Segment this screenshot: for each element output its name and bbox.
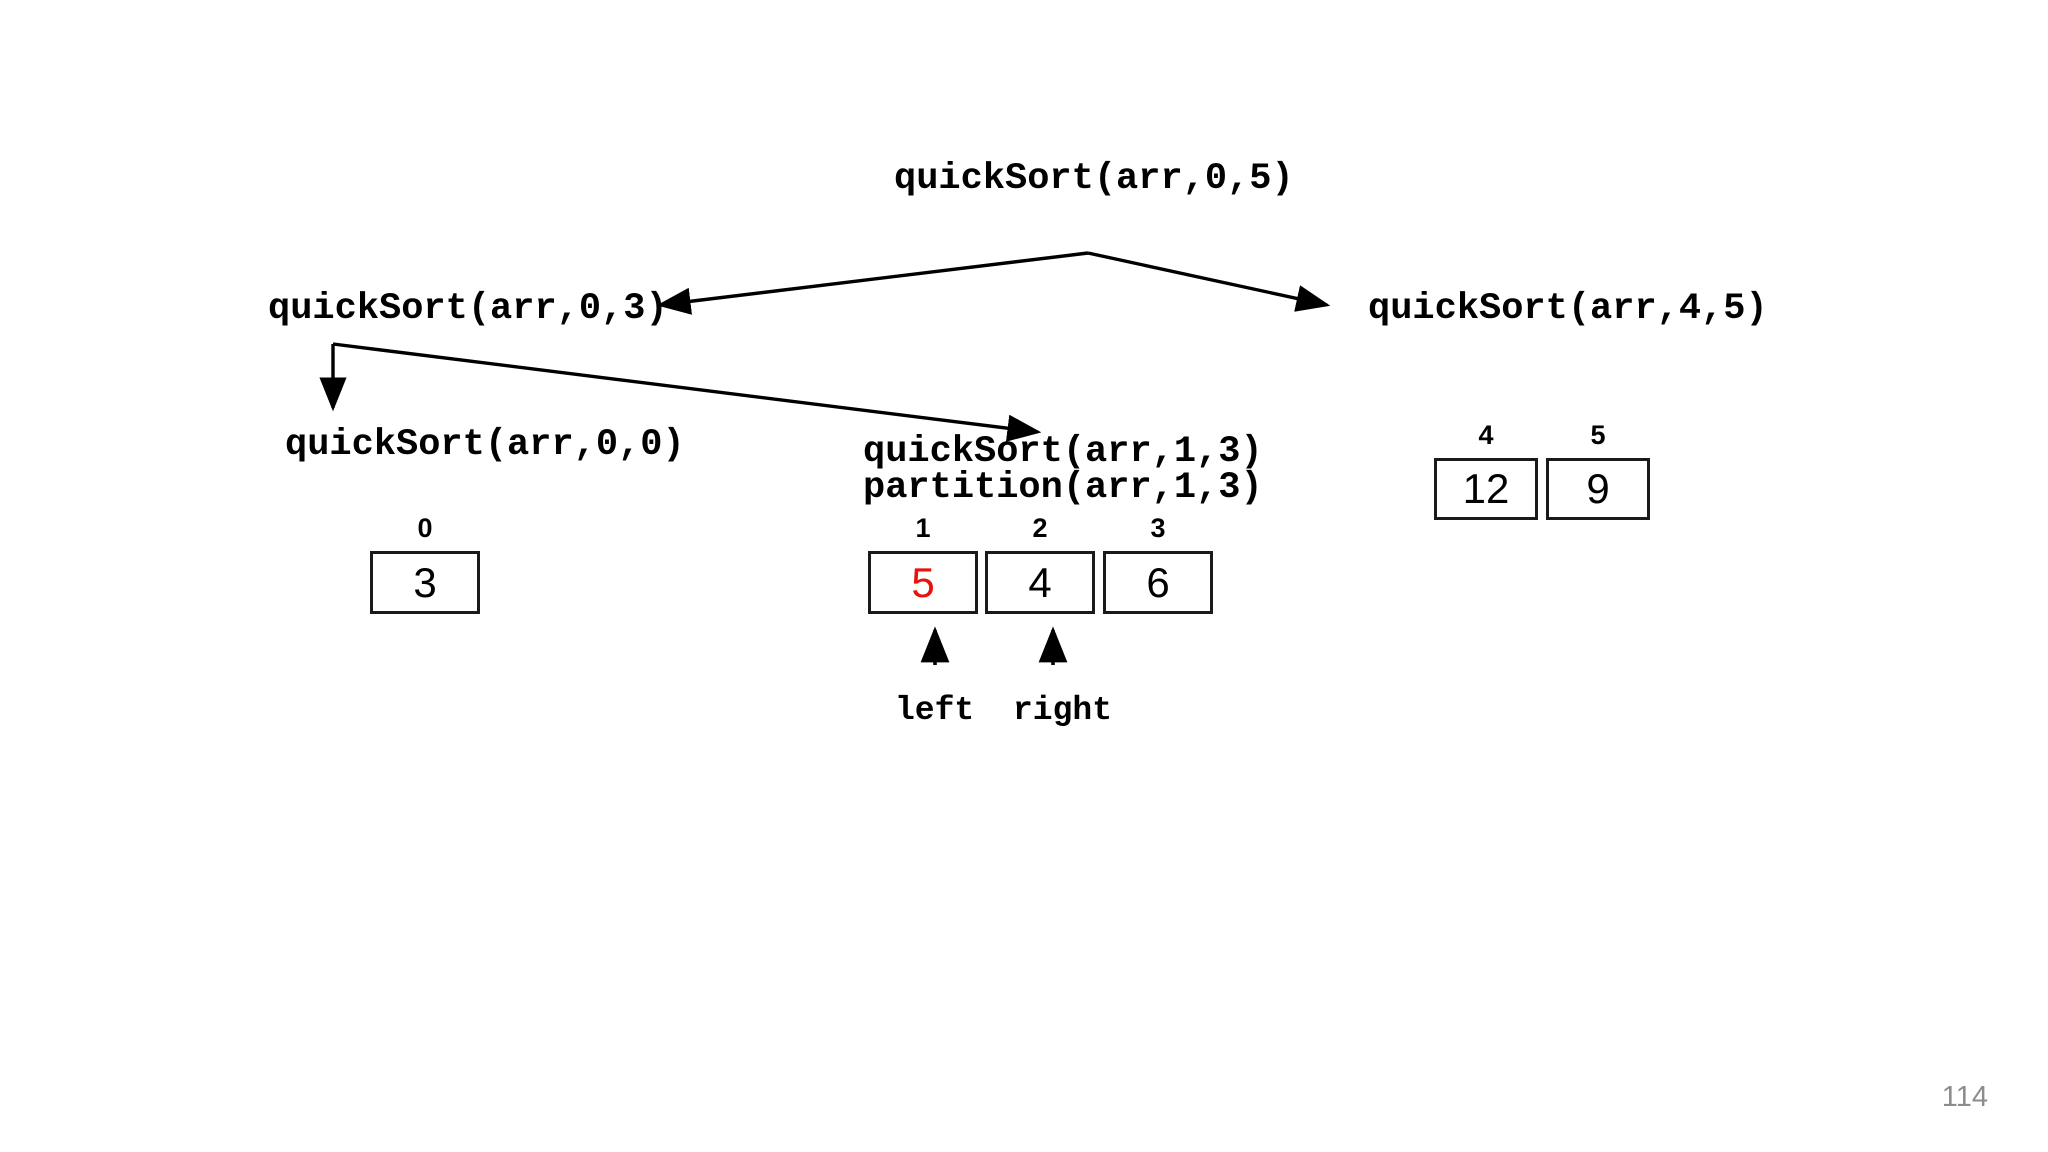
array-index-1: 1 [915,513,931,543]
array-cell-1[interactable]: 5 [868,551,978,614]
cell-row: 3 [370,551,480,614]
node-quicksort-1-3: quickSort(arr,1,3) [863,431,1263,473]
array-cell-3[interactable]: 6 [1103,551,1213,614]
edge-root-to-left [656,251,1089,315]
node-quicksort-0-5: quickSort(arr,0,5) [894,158,1294,200]
array-cell-2[interactable]: 4 [985,551,1095,614]
cell-row: 5 4 6 [868,551,1213,614]
array-cell-5[interactable]: 9 [1546,458,1650,520]
node-quicksort-4-5: quickSort(arr,4,5) [1368,288,1768,330]
page-number: 114 [1941,1081,1988,1113]
node-partition-1-3: partition(arr,1,3) [863,467,1263,509]
index-row: 1 2 3 [868,515,1213,551]
array-middle: 1 2 3 5 4 6 [868,515,1213,614]
array-right: 4 5 12 9 [1434,422,1650,520]
index-row: 0 [370,515,480,551]
array-index-2: 2 [1032,513,1048,543]
array-index-4: 4 [1478,420,1494,450]
array-index-0: 0 [417,513,433,543]
array-index-3: 3 [1150,513,1166,543]
array-left-single: 0 3 [370,515,480,614]
index-row: 4 5 [1434,422,1650,458]
array-cell-4[interactable]: 12 [1434,458,1538,520]
edge-left-to-onethree [332,342,1042,442]
edge-root-to-right [1087,251,1331,312]
node-quicksort-0-3: quickSort(arr,0,3) [268,288,668,330]
pointer-label-right: right [1013,692,1113,729]
cell-row: 12 9 [1434,458,1650,520]
node-quicksort-0-0: quickSort(arr,0,0) [285,424,685,466]
array-index-5: 5 [1590,420,1606,450]
pointer-label-left: left [895,692,975,729]
array-cell-0[interactable]: 3 [370,551,480,614]
